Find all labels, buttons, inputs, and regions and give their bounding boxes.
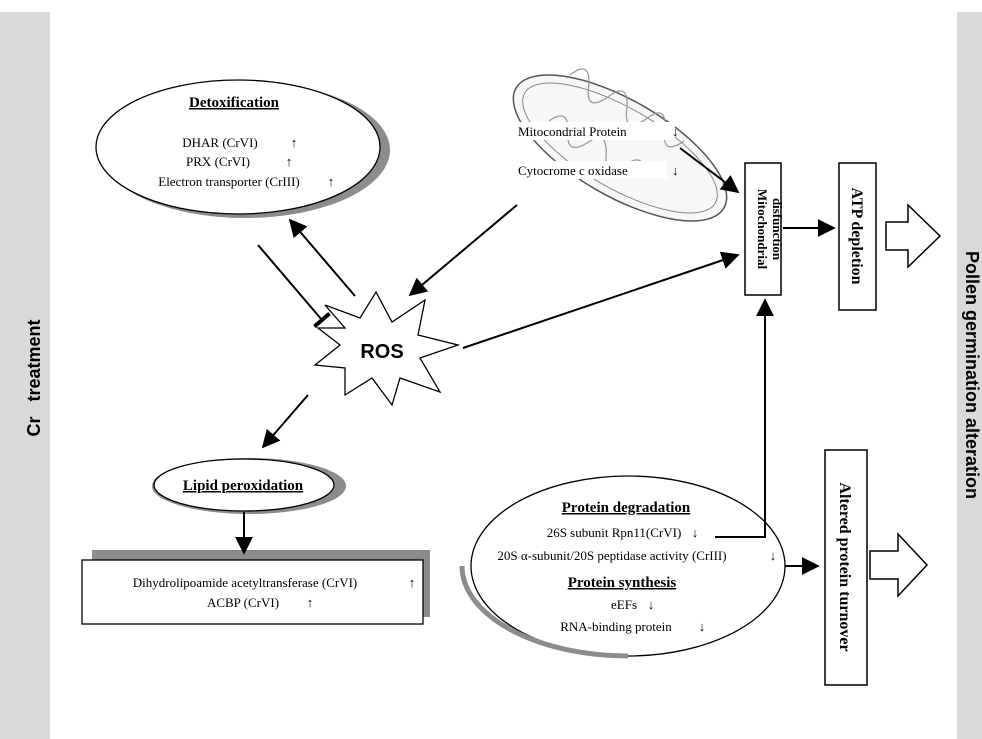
arrow-degradation-to-dysfunction [715,298,774,538]
detoxification-title: Detoxification [189,95,280,111]
detox-item-dhar: DHAR (CrVI) [182,135,257,150]
arrow-ros-to-dysfunction [462,251,740,349]
altered-protein-turnover-node: Altered protein turnover [824,449,868,686]
protein-item-eefs: eEFs [611,597,637,612]
protein-degradation-title: Protein degradation [562,500,691,516]
left-side-bar [0,12,50,739]
right-side-bar [957,12,982,739]
mito-item-cytocrome: Cytocrome c oxidase [518,163,628,178]
protein-synthesis-title: Protein synthesis [568,575,677,591]
up-arrow-icon: ↑ [328,174,335,189]
arrow-ros-to-lipid [261,394,309,449]
up-arrow-icon: ↑ [307,595,314,610]
down-arrow-icon: ↓ [672,163,679,178]
atp-depletion-node: ATP depletion [838,162,877,311]
mitochondrion-node: Mitocondrial Protein ↓ Cytocrome c oxida… [512,68,728,222]
arrow-mito-to-dysfunction [679,147,740,194]
connectors [235,147,836,575]
protein-node: Protein degradation 26S subunit Rpn11(Cr… [459,475,786,659]
down-arrow-icon: ↓ [692,525,699,540]
lipid-item-acbp: ACBP (CrVI) [207,595,279,610]
ros-node: ROS [313,290,461,407]
inhibit-detox-to-ros [257,244,331,329]
atp-depletion-label: ATP depletion [848,187,865,284]
lipid-item-dihydrolipoamide: Dihydrolipoamide acetyltransferase (CrVI… [133,575,358,590]
down-arrow-icon: ↓ [770,548,777,563]
mitochondrial-dysfunction-node: Mitochondrial disfunction [744,162,785,296]
down-arrow-icon: ↓ [672,124,679,139]
cr-treatment-label: Cr treatment [24,319,44,436]
up-arrow-icon: ↑ [409,575,416,590]
up-arrow-icon: ↑ [291,135,298,150]
down-arrow-icon: ↓ [699,619,706,634]
pollen-germination-label: Pollen germination alteration [962,251,982,499]
up-arrow-icon: ↑ [286,154,293,169]
detox-item-electron: Electron transporter (CrIII) [158,174,300,189]
protein-item-20s: 20S α-subunit/20S peptidase activity (Cr… [497,548,726,563]
arrow-mito-to-ros [408,204,518,297]
protein-item-rpn11: 26S subunit Rpn11(CrVI) [547,525,682,540]
protein-item-rna-binding: RNA-binding protein [560,619,672,634]
outline-arrow-icon [869,532,929,598]
arrow-ros-to-detox [288,218,356,297]
lipid-peroxidation-title: Lipid peroxidation [183,478,304,494]
lipid-peroxidation-node: Lipid peroxidation [152,458,346,514]
outline-arrow-icon [885,203,942,269]
mito-item-protein: Mitocondrial Protein [518,124,627,139]
down-arrow-icon: ↓ [648,597,655,612]
mito-dysfunction-line-1: Mitochondrial [755,189,770,270]
detoxification-node: Detoxification DHAR (CrVI) ↑ PRX (CrVI) … [95,79,390,218]
lipid-products-node: Dihydrolipoamide acetyltransferase (CrVI… [81,550,430,625]
ros-label: ROS [360,341,403,363]
altered-protein-turnover-label: Altered protein turnover [836,482,853,651]
detox-item-prx: PRX (CrVI) [186,154,250,169]
mito-dysfunction-line-2: disfunction [770,198,785,261]
